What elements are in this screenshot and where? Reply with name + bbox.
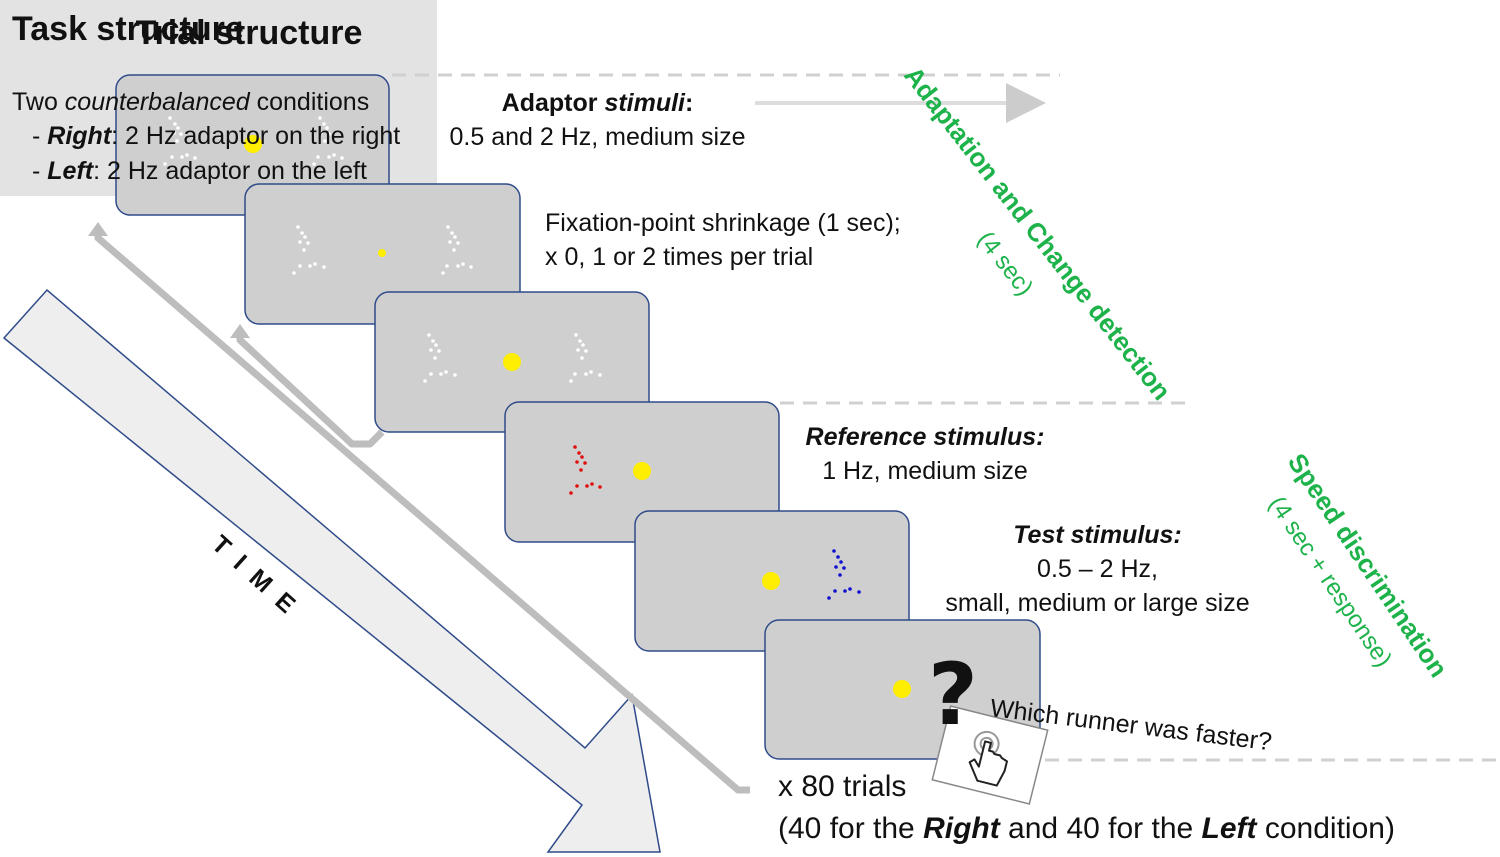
walker-left-white [292,225,326,275]
trial-structure-title: Trial structure [124,6,374,60]
adaptor-caption: Adaptor stimuli: 0.5 and 2 Hz, medium si… [440,86,755,154]
task-line1-pre: Two [12,88,65,116]
fixation-caption-line2: x 0, 1 or 2 times per trial [545,243,814,271]
hand-pointer-icon [968,740,1008,787]
panel-fixation-shrink [244,183,521,325]
loop-arrow-inner [236,330,385,448]
task-left-label: Left [47,157,94,185]
walker-red [569,445,602,495]
trials-count: x 80 trials [778,770,907,803]
walker-left-white [163,116,197,166]
walker-left-white [423,333,457,383]
task-right-prefix: - [32,122,48,150]
walker-right-white [312,116,344,166]
trials-split: (40 for the Right and 40 for the Left co… [778,812,1395,846]
task-right-label: Right [47,122,112,150]
trials-split-right: Right [923,812,1000,845]
loop-arrow-inner-head [230,324,250,338]
reference-caption-desc: 1 Hz, medium size [822,457,1028,485]
touch-response-card [931,705,1049,805]
fixation-point [244,135,262,153]
trials-split-close: condition) [1256,812,1395,845]
reference-caption-title: Reference stimulus: [805,423,1045,451]
task-structure-title: Task structure [12,10,244,48]
task-left-condition: - Left: 2 Hz adaptor on the left [32,157,367,186]
trials-split-open: (40 for the [778,812,924,845]
fixation-point [762,572,780,590]
reference-caption: Reference stimulus: 1 Hz, medium size [800,420,1050,488]
test-caption-line1: 0.5 – 2 Hz, [1037,555,1158,583]
fixation-point [893,680,911,698]
task-right-condition: - Right: 2 Hz adaptor on the right [32,122,400,151]
adaptor-caption-title: Adaptor stimuli: [501,89,694,117]
task-right-text: : 2 Hz adaptor on the right [111,122,401,150]
test-caption-title: Test stimulus: [1013,521,1182,549]
adaptor-caption-desc: 0.5 and 2 Hz, medium size [449,123,746,151]
fixation-point [633,462,651,480]
task-conditions-line: Two counterbalanced conditions [12,88,369,117]
task-left-text: : 2 Hz adaptor on the left [93,157,367,185]
test-caption: Test stimulus: 0.5 – 2 Hz, small, medium… [930,518,1265,620]
panel-reference [504,401,780,543]
fixation-caption: Fixation-point shrinkage (1 sec); x 0, 1… [545,206,901,274]
fixation-caption-line1: Fixation-point shrinkage (1 sec); [545,209,901,237]
walker-right-white [441,225,473,275]
task-left-prefix: - [32,157,48,185]
test-caption-line2: small, medium or large size [945,589,1250,617]
trials-split-mid: and 40 for the [999,812,1202,845]
time-arrow [2,288,661,853]
walker-right-white [569,333,602,383]
task-line1-post: conditions [249,88,370,116]
walker-blue [827,549,861,600]
fixation-point [503,353,521,371]
loop-arrow-outer-head [88,222,108,236]
task-line1-em: counterbalanced [64,88,250,116]
panel-adaptor-continued [374,291,650,433]
question-mark: ? [928,645,978,745]
trials-split-left: Left [1201,812,1257,845]
fixation-point-small [378,249,386,257]
